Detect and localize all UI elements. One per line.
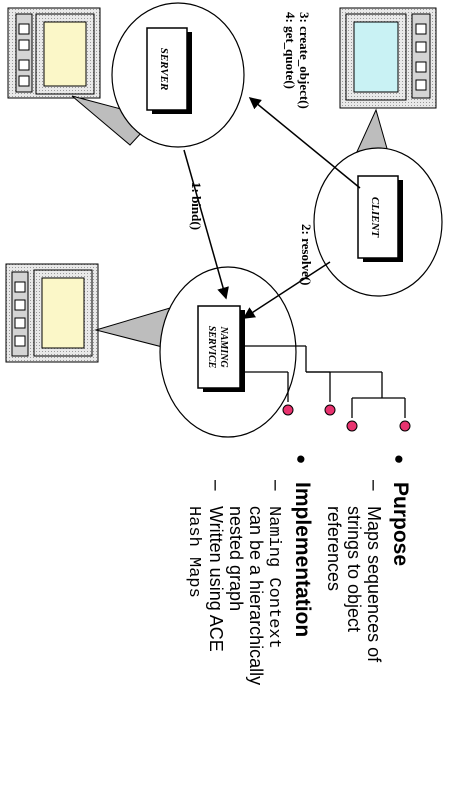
purpose-dash: – [363, 480, 384, 491]
naming-leaf-2 [324, 404, 336, 416]
resolve-label: 2: resolve() [299, 224, 314, 285]
naming-label-line2: SERVICE [206, 326, 217, 369]
impl-item1-line2: can be a hierarchically [246, 506, 266, 685]
naming-leaf-1 [282, 404, 294, 416]
impl-item1-line3: nested graph [226, 506, 246, 611]
client-to-server-arrow [248, 97, 361, 189]
client-monitor-screen [353, 21, 399, 93]
bullet-list: ● Purpose – Maps sequences of strings to… [184, 454, 412, 685]
impl-item2-line1: Written using ACE [206, 506, 226, 652]
naming-computer-icon [5, 263, 99, 363]
get-quote-label: 4: get_quote() [283, 12, 298, 89]
naming-label-line1: NAMING [218, 325, 229, 368]
server-to-naming-arrow [183, 149, 229, 300]
impl-item1-line1: Naming Context [264, 506, 283, 649]
purpose-bullet: ● [390, 454, 409, 464]
purpose-item-line3: references [324, 506, 344, 591]
server-box: SERVER [146, 27, 192, 114]
purpose-item-line1: Maps sequences of [364, 506, 384, 663]
naming-leaf-4 [399, 420, 411, 432]
client-to-naming-arrow [242, 261, 331, 319]
implementation-title: Implementation [291, 482, 314, 637]
server-computer-icon [7, 7, 101, 99]
naming-service-box: NAMING SERVICE [197, 305, 245, 392]
implementation-bullet: ● [292, 454, 311, 464]
client-computer-icon [339, 7, 437, 109]
purpose-item-line2: strings to object [344, 506, 364, 632]
server-label: SERVER [158, 48, 170, 91]
impl-item2-dash: – [205, 480, 226, 491]
impl-item1-dash: – [265, 480, 286, 491]
server-monitor-screen [43, 21, 87, 87]
purpose-title: Purpose [389, 482, 412, 566]
create-object-label: 3: create_object() [297, 12, 312, 109]
naming-leaf-3 [346, 420, 358, 432]
naming-monitor-screen [41, 277, 85, 349]
bind-label: 1: bind() [189, 182, 204, 230]
client-label: CLIENT [369, 197, 381, 239]
naming-tree [240, 345, 406, 418]
impl-item2-line2: Hash Maps [184, 506, 203, 598]
client-box: CLIENT [357, 175, 403, 262]
